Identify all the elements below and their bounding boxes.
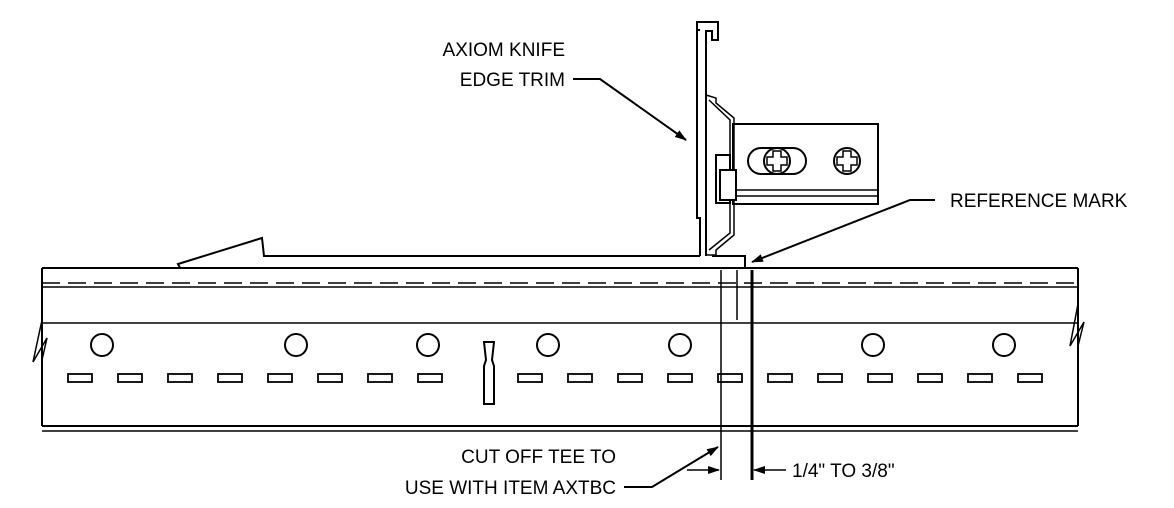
dimension-marks xyxy=(687,270,786,480)
round-hole xyxy=(668,333,692,357)
rect-slot xyxy=(417,373,443,383)
dimension-label: 1/4" TO 3/8" xyxy=(792,461,895,482)
rect-slot xyxy=(617,373,643,383)
round-hole xyxy=(536,333,560,357)
rect-slot xyxy=(667,373,693,383)
rect-slot xyxy=(267,373,293,383)
rect-slot xyxy=(517,373,543,383)
rect-slot xyxy=(167,373,193,383)
tee-slots xyxy=(67,373,1043,383)
rect-slot xyxy=(217,373,243,383)
phillips-screw-icon xyxy=(763,147,791,175)
leader-lines xyxy=(573,78,935,488)
rect-slot xyxy=(567,373,593,383)
rect-slot xyxy=(767,373,793,383)
phillips-screw-icon xyxy=(833,147,861,175)
knife-edge-trim xyxy=(176,21,746,269)
trim-label-line2: EDGE TRIM xyxy=(460,70,565,91)
rect-slot xyxy=(867,373,893,383)
rect-slot xyxy=(967,373,993,383)
round-hole xyxy=(90,333,114,357)
round-hole xyxy=(416,333,440,357)
attachment-clip xyxy=(715,123,879,205)
round-hole xyxy=(284,333,308,357)
cut-label-line2: USE WITH ITEM AXTBC xyxy=(405,478,616,499)
cut-label-line1: CUT OFF TEE TO xyxy=(461,447,616,468)
tee-round-holes xyxy=(90,333,1016,357)
reference-mark-label: REFERENCE MARK xyxy=(950,191,1128,212)
rect-slot xyxy=(367,373,393,383)
rect-slot xyxy=(317,373,343,383)
rect-slot xyxy=(117,373,143,383)
round-hole xyxy=(992,333,1016,357)
rect-slot xyxy=(1017,373,1043,383)
round-hole xyxy=(861,333,885,357)
keyhole-slot xyxy=(482,341,496,405)
rect-slot xyxy=(917,373,943,383)
rect-slot xyxy=(67,373,93,383)
rect-slot xyxy=(717,373,743,383)
rect-slot xyxy=(817,373,843,383)
tee-rail xyxy=(32,267,1085,432)
trim-label-line1: AXIOM KNIFE xyxy=(443,40,565,61)
